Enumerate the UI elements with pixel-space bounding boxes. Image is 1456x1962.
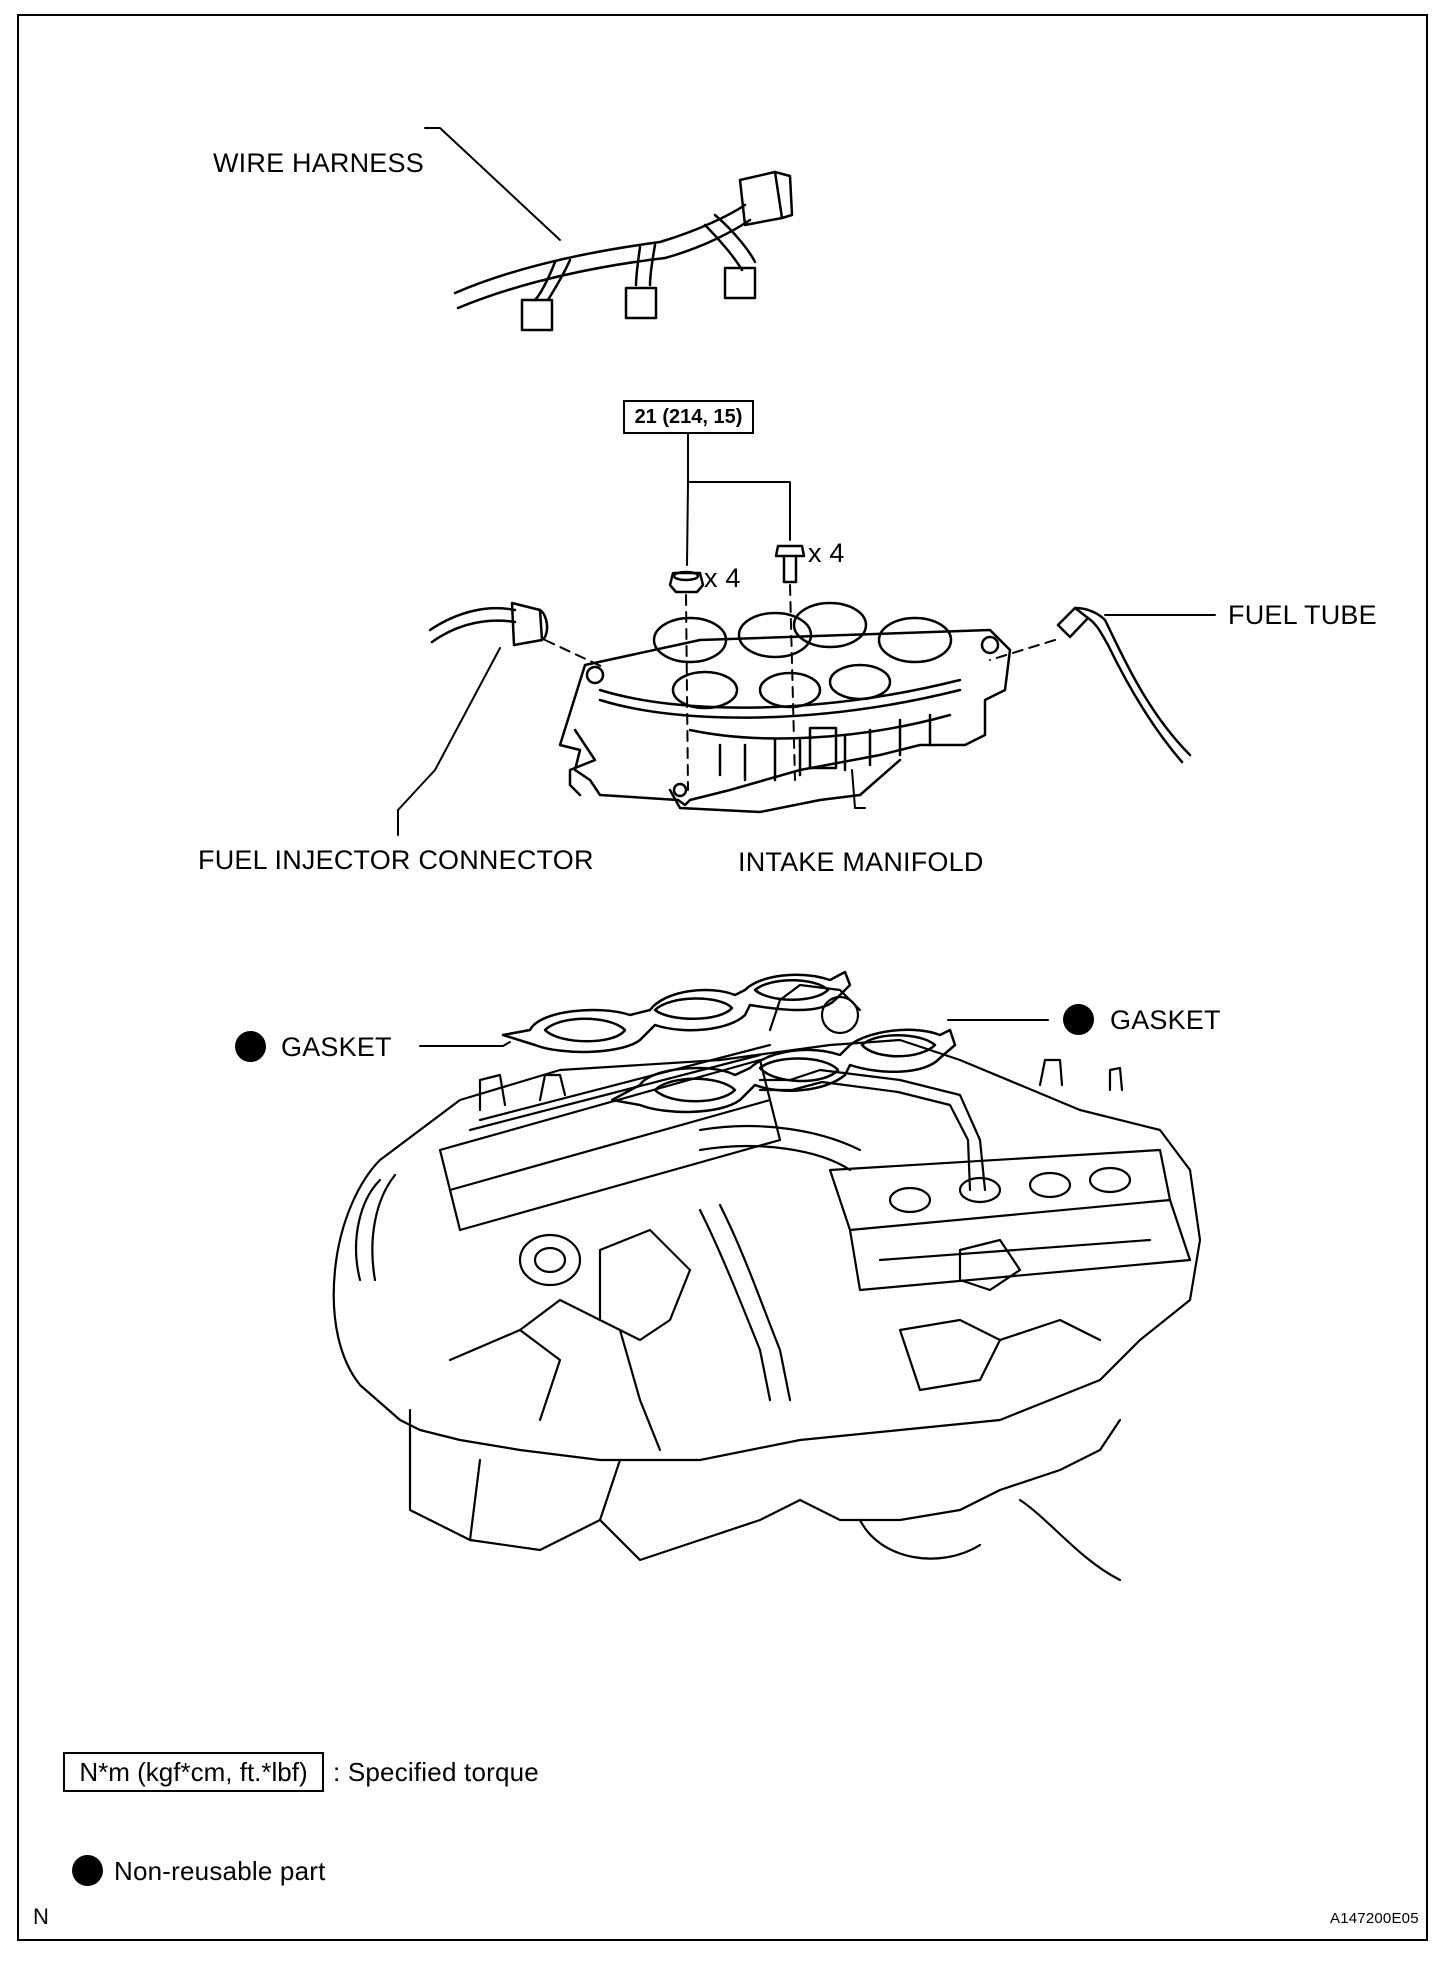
gasket-left-label: GASKET: [281, 1032, 392, 1062]
wire-harness: [424, 127, 794, 332]
gasket-right-label: GASKET: [1110, 1005, 1221, 1035]
legend-torque-units: N*m (kgf*cm, ft.*lbf): [63, 1752, 324, 1792]
intake-manifold-label: INTAKE MANIFOLD: [738, 847, 984, 877]
nonreusable-marker-left: [235, 1031, 266, 1062]
gasket-upper: [419, 970, 852, 1054]
fuel-injector-connector: [397, 601, 549, 836]
wire-harness-label: WIRE HARNESS: [213, 148, 424, 178]
nut-quantity-label: x 4: [704, 563, 741, 593]
intake-manifold: [558, 601, 1012, 814]
diagram-frame: [17, 14, 1428, 1941]
bolt: [774, 544, 806, 584]
fuel-injector-connector-label: FUEL INJECTOR CONNECTOR: [198, 845, 594, 875]
bolt-quantity-label: x 4: [808, 538, 845, 568]
figure-id: A147200E05: [1330, 1910, 1419, 1927]
legend-nonreusable-marker: [72, 1855, 103, 1886]
torque-leaders: [686, 433, 791, 566]
torque-spec-box: 21 (214, 15): [623, 400, 754, 434]
nut: [668, 570, 705, 594]
legend-nonreusable-desc: Non-reusable part: [114, 1856, 326, 1886]
gasket-lower: [610, 1019, 1049, 1114]
footer-left-code: N: [33, 1904, 50, 1929]
nonreusable-marker-right: [1063, 1004, 1094, 1035]
engine-assembly: [332, 983, 1202, 1582]
fuel-tube: [1056, 606, 1216, 764]
fuel-tube-label: FUEL TUBE: [1228, 600, 1377, 630]
legend-torque-desc: : Specified torque: [333, 1757, 539, 1787]
